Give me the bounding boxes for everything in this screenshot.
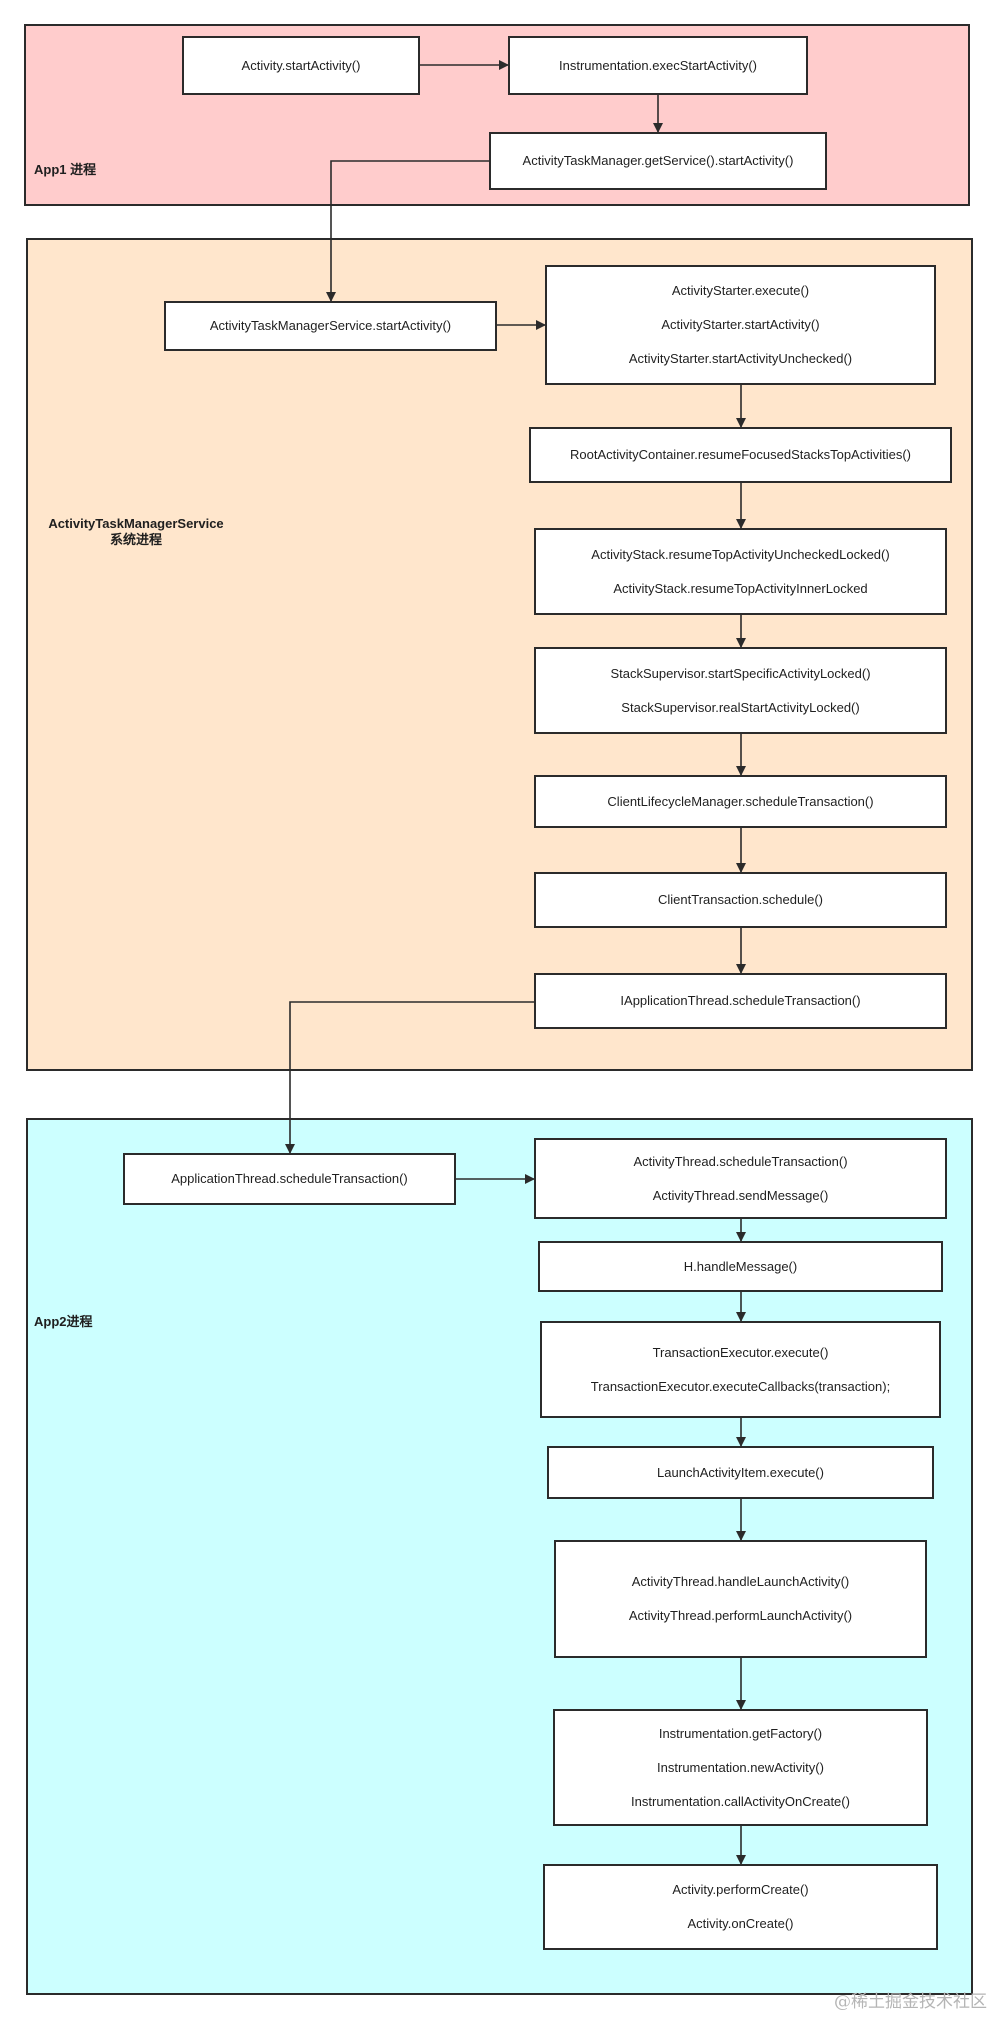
activity-perform-create-box: Activity.performCreate() Activity.onCrea… xyxy=(543,1864,938,1950)
activity-start-activity-box: Activity.startActivity() xyxy=(182,36,420,95)
transaction-executor-box: TransactionExecutor.execute() Transactio… xyxy=(540,1321,941,1418)
arrow-atm-to-atms xyxy=(326,160,490,302)
instrumentation-factory-box: Instrumentation.getFactory() Instrumenta… xyxy=(553,1709,928,1826)
launch-activity-item-box: LaunchActivityItem.execute() xyxy=(547,1446,934,1499)
app2-process-label: App2进程 xyxy=(34,1314,93,1329)
watermark: @稀土掘金技术社区 xyxy=(834,1992,987,2012)
activity-thread-schedule-box: ActivityThread.scheduleTransaction() Act… xyxy=(534,1138,947,1219)
application-thread-box: ApplicationThread.scheduleTransaction() xyxy=(123,1153,456,1205)
atms-system-process-label: ActivityTaskManagerService 系统进程 xyxy=(48,516,224,547)
atms-start-activity-box: ActivityTaskManagerService.startActivity… xyxy=(164,301,497,351)
activity-task-manager-get-service-box: ActivityTaskManager.getService().startAc… xyxy=(489,132,827,190)
root-activity-container-box: RootActivityContainer.resumeFocusedStack… xyxy=(529,427,952,483)
activity-starter-box: ActivityStarter.execute() ActivityStarte… xyxy=(545,265,936,385)
activity-stack-box: ActivityStack.resumeTopActivityUnchecked… xyxy=(534,528,947,615)
iapplication-thread-box: IApplicationThread.scheduleTransaction() xyxy=(534,973,947,1029)
client-transaction-box: ClientTransaction.schedule() xyxy=(534,872,947,928)
app1-process-label: App1 进程 xyxy=(34,162,97,177)
instrumentation-exec-start-activity-box: Instrumentation.execStartActivity() xyxy=(508,36,808,95)
activity-thread-launch-box: ActivityThread.handleLaunchActivity() Ac… xyxy=(554,1540,927,1658)
arrow-iappthread-to-appthread xyxy=(285,1001,534,1154)
client-lifecycle-manager-box: ClientLifecycleManager.scheduleTransacti… xyxy=(534,775,947,828)
h-handle-message-box: H.handleMessage() xyxy=(538,1241,943,1292)
stack-supervisor-box: StackSupervisor.startSpecificActivityLoc… xyxy=(534,647,947,734)
